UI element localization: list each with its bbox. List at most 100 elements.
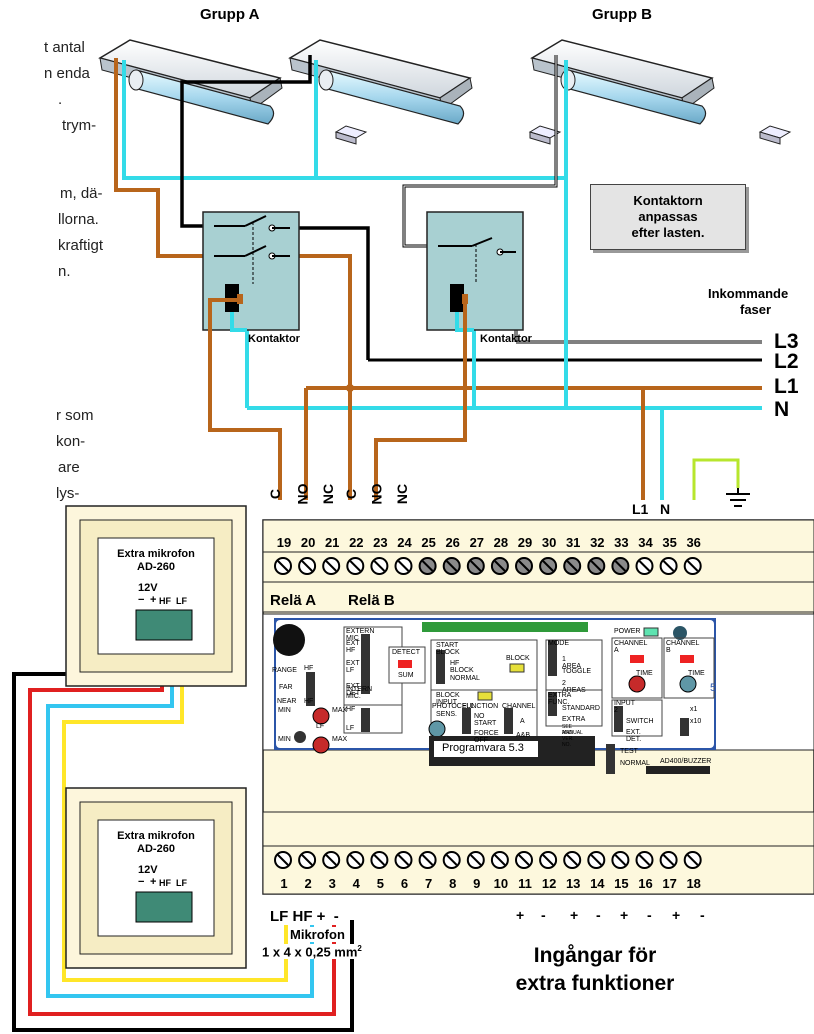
bottom-terminal-screws [274, 851, 702, 869]
terminal-screw-slot [349, 854, 362, 866]
board-label: SEE MANUAL [562, 724, 583, 736]
mic-model: AD-260 [137, 561, 175, 573]
terminal-number: 29 [517, 535, 533, 550]
polarity-sign: - [647, 907, 652, 923]
terminal-number: 1 [280, 876, 288, 891]
board-label: PHOTOCELL [432, 703, 475, 710]
board-label: SUM [398, 672, 414, 679]
terminal-number: 31 [565, 535, 581, 550]
contactor-b [426, 211, 524, 331]
terminal-number: 14 [590, 876, 605, 891]
lamp-group-b-1 [530, 39, 715, 125]
board-label: FORCE OFF [474, 730, 499, 744]
polarity-sign: - [541, 907, 546, 923]
lamp-continuation-2 [528, 125, 562, 145]
terminal-screw-slot [542, 560, 554, 572]
terminal-screw-slot [470, 854, 482, 866]
terminal-screw-slot [638, 560, 651, 572]
left-text-line: r som [56, 407, 94, 424]
terminal-number: 18 [686, 876, 701, 891]
board-label: NORMAL [620, 760, 650, 767]
contactor-a-label: Kontaktor [248, 333, 300, 345]
board-label: CHANNEL B [666, 640, 700, 654]
board-label: INTERN MIC. [346, 686, 373, 700]
incoming-label: Inkommande [708, 286, 789, 301]
terminal-number: 23 [373, 535, 388, 550]
board-label: BLOCK [506, 655, 530, 662]
mic-voltage: 12V [138, 864, 158, 876]
board-label: EXTRA [562, 716, 586, 723]
inputs-caption-line: Ingångar för [533, 944, 657, 967]
terminal-screw-slot [566, 560, 578, 572]
group-b-title: Grupp B [592, 6, 652, 23]
terminal-number: 19 [276, 535, 292, 550]
terminal-screw-slot [566, 854, 578, 866]
left-text-line: n enda [44, 65, 90, 82]
terminal-number: 16 [638, 876, 653, 891]
left-text-line: are [58, 459, 80, 476]
board-label: HF [304, 698, 314, 705]
terminal-number: 15 [614, 876, 629, 891]
terminal-number: 4 [352, 876, 360, 891]
terminal-number: 10 [493, 876, 509, 891]
mic-cable-name: Mikrofon [290, 927, 345, 942]
terminal-number: 36 [686, 535, 701, 550]
terminal-number: 35 [662, 535, 677, 550]
relay-contact-label: NO [368, 483, 385, 505]
left-text-line: kraftigt [58, 237, 104, 254]
terminal-number: 20 [300, 535, 316, 550]
board-label: A&B [516, 732, 531, 739]
mic-lf: LF [176, 878, 187, 888]
mic-model: AD-260 [137, 843, 175, 855]
terminal-screw-slot [518, 854, 530, 866]
board-label: NEAR [277, 698, 297, 705]
mic-hf: HF [159, 878, 171, 888]
terminal-screw-slot [614, 560, 627, 572]
terminal-screw-slot [445, 854, 458, 866]
board-label: FAR [279, 684, 293, 691]
lamp-continuation-3 [758, 125, 792, 145]
board-label: NO START [474, 713, 497, 727]
terminal-number: 24 [397, 535, 412, 550]
terminal-screw-slot [325, 854, 337, 866]
terminal-screw-slot [421, 854, 434, 866]
line-label-l2: L2 [774, 350, 799, 373]
polarity-sign: - [596, 907, 601, 923]
terminal-number: 22 [349, 535, 364, 550]
terminal-screw-slot [662, 560, 675, 572]
board-label: LF [316, 723, 325, 730]
board-label: BLOCK INPUT [436, 692, 460, 706]
terminal-screw-slot [397, 854, 410, 866]
board-label: AD400/BUZZER [660, 758, 712, 765]
terminal-screw-slot [518, 560, 530, 572]
left-text-line: n. [58, 263, 71, 280]
coil-neutral-wiring [230, 312, 474, 332]
board-label: POWER [614, 628, 641, 635]
board-label: EXTERN MIC [346, 628, 375, 642]
terminal-number: 25 [421, 535, 436, 550]
board-label: DETECT [392, 649, 420, 656]
inputs-caption-line: extra funktioner [515, 972, 675, 995]
incoming-label: faser [740, 302, 772, 317]
board-label: TIME [636, 670, 653, 677]
board-label: AND VER. NO. [562, 730, 574, 748]
relay-a-label: Relä A [270, 592, 317, 609]
group-a-title: Grupp A [200, 6, 260, 23]
terminal-number: 27 [469, 535, 485, 550]
relay-contact-label: NO [294, 483, 311, 505]
terminal-number: 33 [614, 535, 629, 550]
board-label: STANDARD [562, 705, 600, 712]
board-label: MAX [332, 707, 348, 714]
contactor-b-label: Kontaktor [480, 333, 532, 345]
terminal-number: 11 [518, 876, 532, 891]
terminal-screw-slot [470, 560, 482, 572]
board-label: TOGGLE [562, 668, 592, 675]
lamp-wiring-group-a-black [180, 55, 370, 360]
terminal-screw-slot [686, 560, 699, 572]
note-line: anpassas [638, 209, 698, 224]
left-text-line: trym- [62, 117, 97, 134]
board-label: EXT HF [346, 640, 360, 654]
board-label: HF [346, 706, 356, 713]
board-label: A [520, 718, 525, 725]
board-label: 1 AREA [562, 656, 582, 670]
